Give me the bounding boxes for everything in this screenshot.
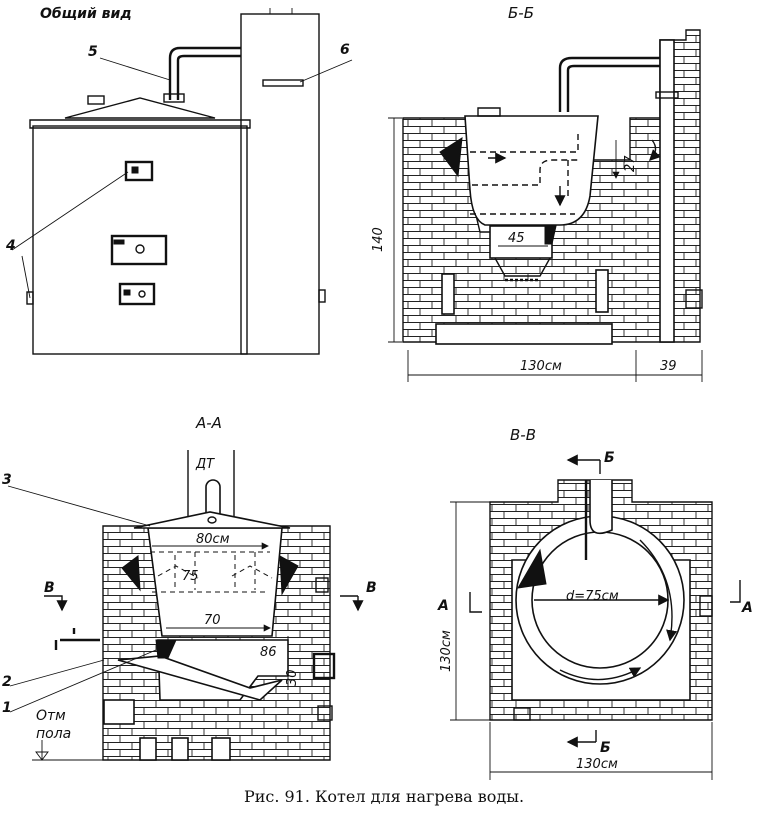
callout-6: 6 (340, 42, 350, 58)
bb-gap-dim: 27 (623, 155, 638, 172)
vv-cut-a-left: А (437, 598, 449, 614)
callout-2: 2 (2, 674, 12, 690)
callout-3: 3 (2, 472, 12, 488)
ash-door (118, 282, 156, 306)
bb-grate-dim: 45 (508, 231, 525, 246)
cleaning-door (124, 160, 154, 182)
hot-water-pipe (168, 46, 241, 100)
boiler-body (32, 125, 248, 355)
bb-width-dim: 130см (520, 359, 562, 374)
floor-level-label-1: Отм (36, 708, 66, 724)
vv-cut-a-right: А (741, 600, 753, 616)
aa-cut-v-left: В (44, 580, 55, 596)
boiler-lid (64, 97, 216, 119)
floor-level-label-2: пола (36, 726, 71, 742)
callout-5: 5 (88, 44, 98, 60)
vv-cut-b-top: Б (604, 450, 615, 466)
section-bb: Б-Б 140 130см 39 (371, 4, 703, 382)
section-aa: А-А ДТ 80см 7 (2, 414, 377, 761)
vv-diameter-dim: d=75см (566, 589, 619, 604)
aa-cut-v-right: В (366, 580, 377, 596)
figure-caption: Рис. 91. Котел для нагрева воды. (244, 787, 524, 806)
aa-bottom-dim: 70 (204, 613, 221, 628)
callout-1: 1 (2, 700, 12, 716)
vv-width-dim: 130см (576, 757, 618, 772)
aa-top-dim: 80см (196, 532, 230, 547)
fire-door (110, 234, 168, 266)
general-view-title: Общий вид (40, 6, 132, 22)
general-view: Общий вид 5 6 4 (5, 6, 353, 355)
callout-4: 4 (5, 238, 16, 254)
bb-chimney-flue (659, 39, 675, 343)
section-aa-title: А-А (195, 414, 222, 432)
aa-inner-dim: 75 (182, 569, 199, 584)
section-bb-title: Б-Б (508, 4, 534, 22)
aa-30-dim: 30 (285, 669, 300, 686)
section-vv-title: В-В (510, 426, 536, 444)
section-vv: В-В d=75см Б Б А А 130см 13 (437, 426, 753, 780)
chimney-outline (240, 13, 320, 355)
bb-chimney-dim: 39 (660, 359, 677, 374)
aa-86-dim: 86 (260, 645, 277, 660)
bb-boiler-tank (464, 115, 599, 226)
vv-cut-b-bottom: Б (600, 740, 611, 756)
bb-height-dim: 140 (371, 227, 386, 252)
bb-soot-mark (439, 137, 463, 178)
aa-dt-label: ДТ (195, 457, 215, 472)
vv-height-dim: 130см (439, 630, 454, 672)
chimney-damper-6 (262, 79, 304, 87)
